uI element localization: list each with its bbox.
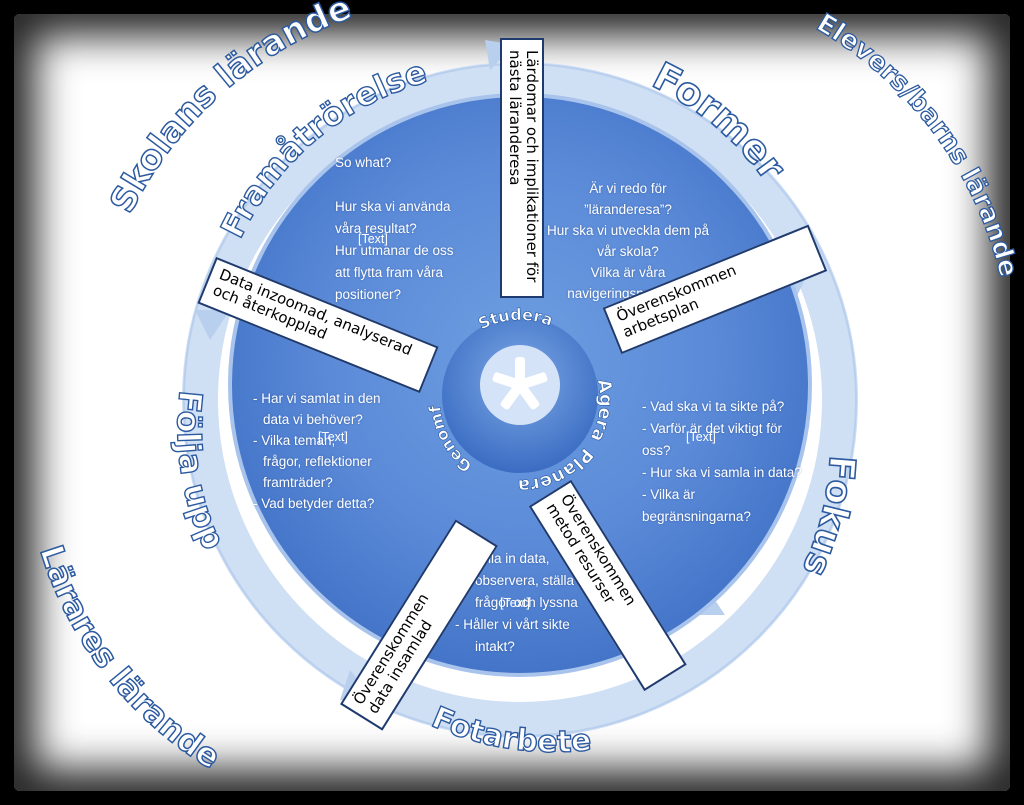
label-elevers: Elevers/barns lärande — [811, 8, 1023, 280]
placeholder-bottom: [Text] — [500, 596, 530, 610]
placeholder-right: [Text] — [686, 430, 716, 444]
segment-right: - Vad ska vi ta sikte på?- Varför är det… — [642, 399, 802, 524]
label-larares: Lärares lärande — [32, 540, 227, 776]
placeholder-left: [Text] — [318, 430, 348, 444]
asterisk-icon — [492, 357, 548, 410]
ring-arrow-left — [195, 310, 230, 340]
placeholder-top-left: [Text] — [358, 232, 388, 246]
